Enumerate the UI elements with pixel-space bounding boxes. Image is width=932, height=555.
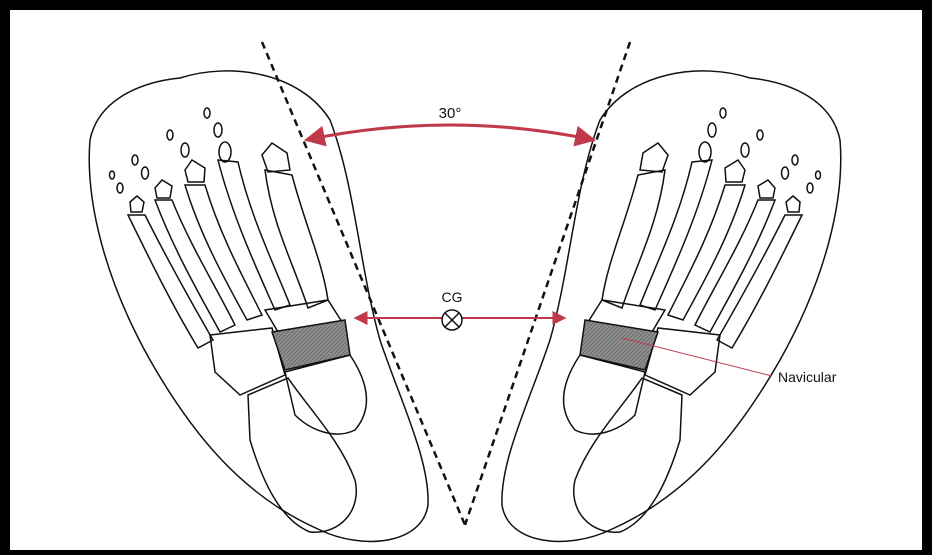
- right-foot-outline: [502, 71, 841, 541]
- right-toe-1: [640, 143, 668, 172]
- right-toe-5: [786, 196, 800, 212]
- left-toe-3: [185, 160, 205, 182]
- left-toe-1: [262, 143, 290, 172]
- left-calcaneus: [248, 378, 356, 532]
- right-toe-4b: [782, 167, 789, 179]
- right-calcaneus: [574, 378, 682, 532]
- right-toe-2a: [699, 142, 711, 162]
- left-metatarsal-5: [128, 215, 213, 348]
- right-navicular: [580, 320, 658, 370]
- diagram-frame: 30° CG Navicular: [10, 10, 922, 550]
- left-toe-3c: [167, 130, 173, 140]
- angle-label: 30°: [439, 105, 462, 122]
- right-toe-2c: [720, 108, 726, 118]
- left-toe-2a: [219, 142, 231, 162]
- right-toe-5b: [807, 183, 813, 193]
- feet-diagram: 30° CG Navicular: [10, 10, 922, 550]
- right-foot: [502, 71, 841, 541]
- left-toe-3b: [181, 143, 189, 157]
- cg-label: CG: [442, 289, 463, 305]
- right-toe-5c: [816, 171, 821, 179]
- right-metatarsal-4: [695, 200, 775, 332]
- angle-arc-arrow: [306, 125, 594, 140]
- right-toe-3: [725, 160, 745, 182]
- right-toe-3b: [741, 143, 749, 157]
- left-toe-5c: [110, 171, 115, 179]
- left-navicular: [272, 320, 350, 370]
- left-toe-4b: [142, 167, 149, 179]
- left-metatarsal-1: [265, 170, 328, 308]
- right-metatarsal-1: [602, 170, 665, 308]
- navicular-label: Navicular: [778, 369, 837, 385]
- left-toe-5b: [117, 183, 123, 193]
- left-toe-4: [155, 180, 172, 198]
- left-toe-2c: [204, 108, 210, 118]
- left-foot: [89, 71, 428, 541]
- right-toe-4c: [792, 155, 798, 165]
- left-toe-2b: [214, 123, 222, 137]
- left-foot-axis: [262, 42, 465, 525]
- left-foot-outline: [89, 71, 428, 541]
- center-of-gravity-icon: [442, 310, 462, 330]
- left-toe-4c: [132, 155, 138, 165]
- left-toe-5: [130, 196, 144, 212]
- left-metatarsal-4: [155, 200, 235, 332]
- right-toe-2b: [708, 123, 716, 137]
- right-metatarsal-5: [717, 215, 802, 348]
- right-toe-4: [758, 180, 775, 198]
- right-toe-3c: [757, 130, 763, 140]
